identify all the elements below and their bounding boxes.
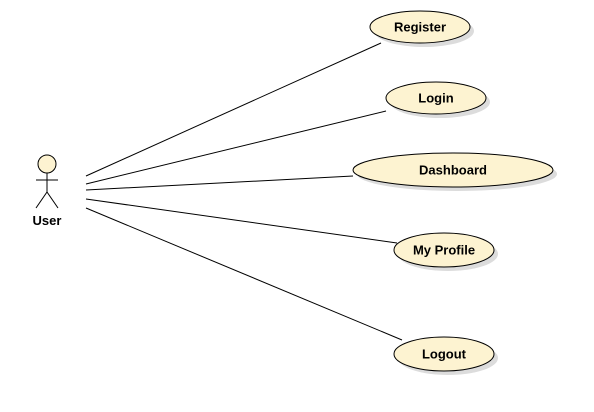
use-case-logout[interactable]: Logout	[393, 336, 498, 375]
use-case-ellipse	[393, 232, 495, 268]
actor-user[interactable]: User	[33, 154, 62, 228]
use-case-label: Logout	[422, 347, 467, 362]
use-case-label: Dashboard	[419, 163, 487, 178]
actor-left-leg	[35, 191, 48, 209]
use-case-ellipse	[385, 81, 487, 115]
use-case-label: Register	[394, 20, 446, 35]
actor-right-leg	[46, 191, 59, 209]
actor-label: User	[33, 213, 62, 228]
association-line-my-profile	[85, 198, 398, 244]
use-case-register[interactable]: Register	[369, 10, 474, 47]
actor-head	[37, 154, 57, 174]
associations-layer	[85, 42, 403, 341]
association-line-login	[85, 110, 387, 185]
association-line-logout	[85, 207, 403, 341]
use-case-label: Login	[418, 91, 453, 106]
association-line-register	[85, 42, 382, 177]
use-case-ellipse	[393, 336, 495, 372]
use-case-label: My Profile	[413, 243, 475, 258]
use-case-my-profile[interactable]: My Profile	[393, 232, 498, 271]
association-line-dashboard	[85, 175, 354, 191]
use-case-ellipse	[369, 10, 471, 44]
use-case-dashboard[interactable]: Dashboard	[352, 152, 557, 191]
use-case-ellipse	[352, 152, 554, 188]
use-case-login[interactable]: Login	[385, 81, 490, 118]
